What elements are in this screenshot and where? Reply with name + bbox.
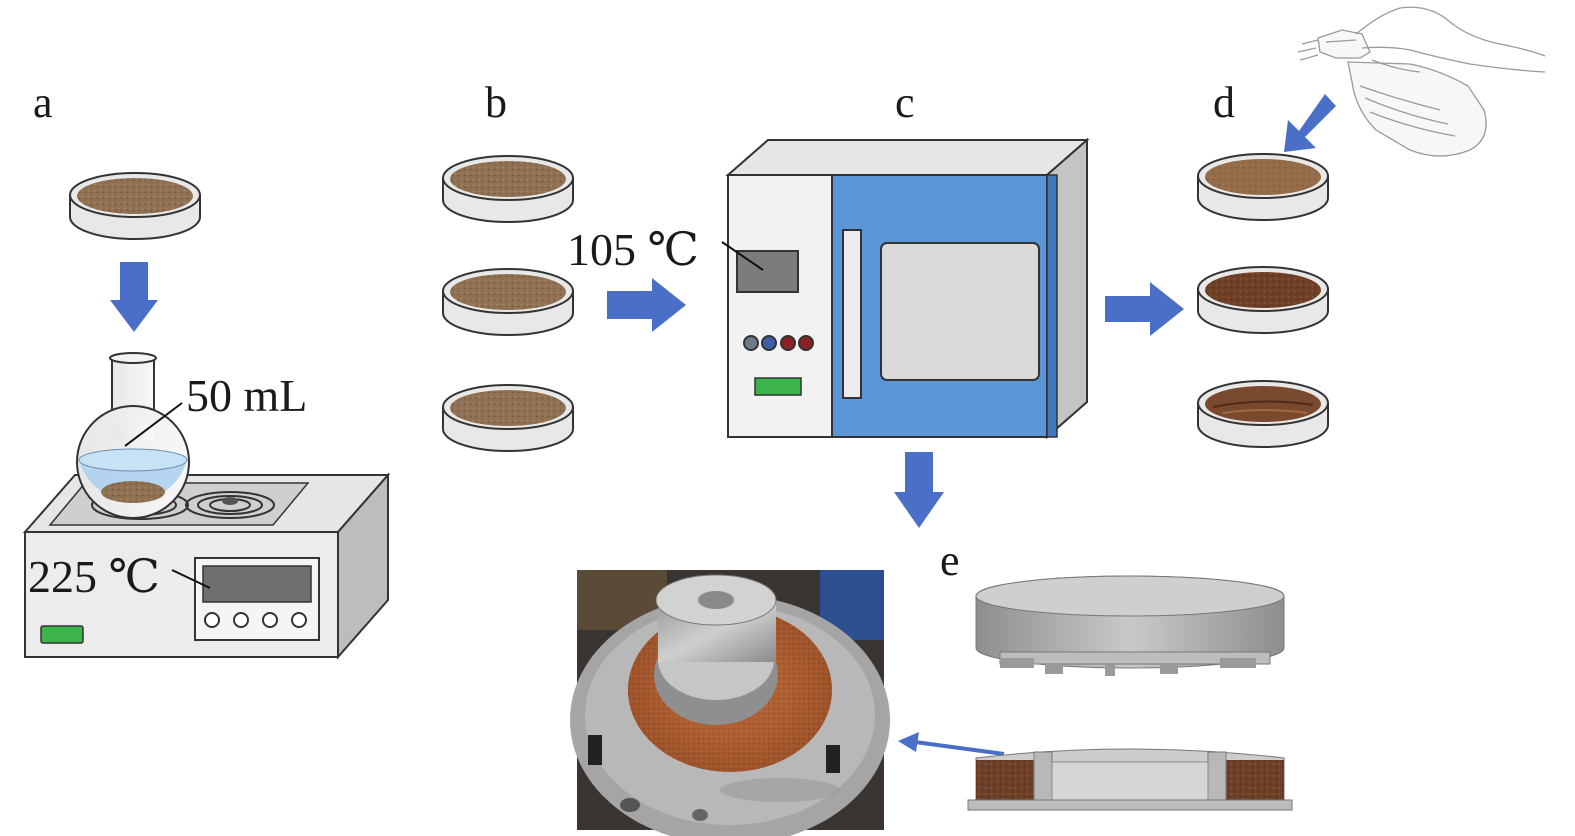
hot-plate-temperature-label: 225 ℃ [28,551,160,602]
arrow-icon [110,262,158,332]
panel-label-e: e [940,536,960,585]
arrow-icon [898,732,1005,756]
ring-mold-icon [975,575,1285,676]
leader-line [124,402,183,447]
shear-apparatus-photo [570,570,890,836]
arrow-icon [1105,282,1184,336]
petri-dish-icon [442,155,574,223]
panel-label-b: b [485,78,507,127]
leader-line [721,241,764,271]
petri-dish-icon [1197,380,1329,448]
ring-mold-icon [967,748,1293,811]
panel-label-a: a [33,78,53,127]
oven-temperature-label: 105 ℃ [567,224,699,275]
flask-icon [76,352,190,519]
leader-line [171,569,211,589]
petri-dish-icon [442,384,574,452]
petri-dish-icon [69,172,201,240]
volume-label: 50 mL [186,370,307,421]
petri-dish-icon [1197,266,1329,334]
petri-dish-icon [1197,153,1329,221]
spray-bottle-hand-icon [1297,6,1546,157]
drying-oven-icon [725,137,1090,440]
petri-dish-icon [442,268,574,336]
arrow-icon [894,452,944,528]
arrow-icon [607,278,686,332]
panel-label-c: c [895,78,915,127]
panel-label-d: d [1213,78,1235,127]
arrow-icon [1284,94,1336,152]
